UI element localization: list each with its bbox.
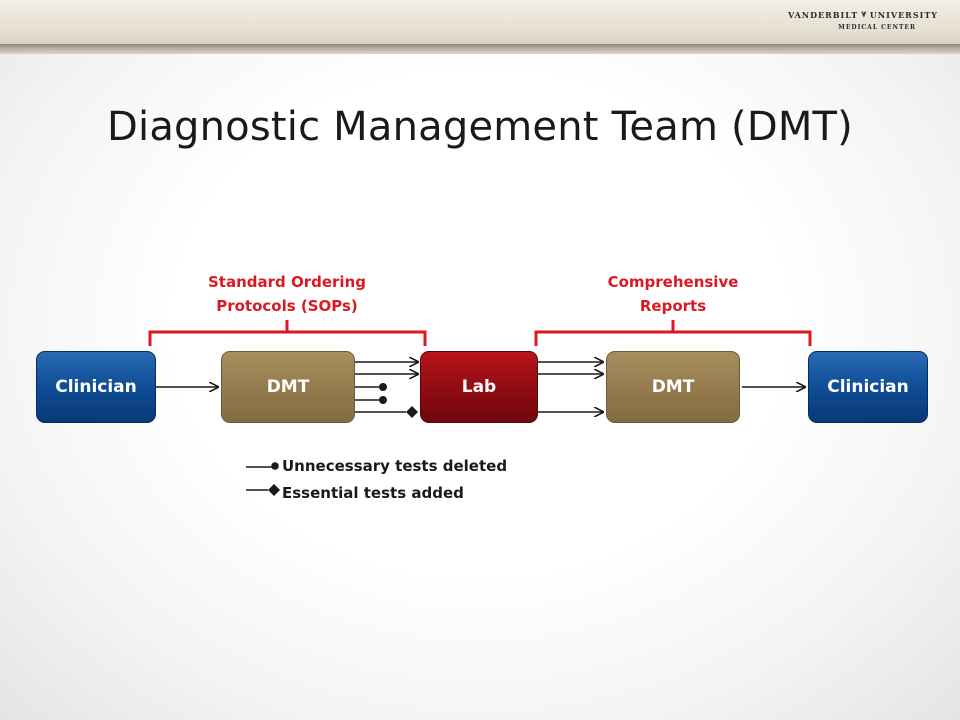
clinician-box-2: Clinician — [808, 351, 928, 423]
header-rule — [0, 44, 960, 54]
deleted-test-dot-1 — [379, 383, 387, 391]
legend-added-diamond-icon — [268, 484, 280, 496]
legend-added-label: Essential tests added — [282, 484, 464, 502]
lab-box: Lab — [420, 351, 538, 423]
reports-label: Comprehensive Reports — [607, 273, 739, 315]
sops-label: Standard Ordering Protocols (SOPs) — [207, 273, 366, 315]
logo-word-vanderbilt: VANDERBILT — [788, 9, 859, 20]
deleted-test-dot-2 — [379, 396, 387, 404]
page-title: Diagnostic Management Team (DMT) — [107, 104, 853, 150]
vanderbilt-logo: VANDERBILT UNIVERSITY MEDICAL CENTER — [788, 8, 938, 38]
reports-bracket — [534, 330, 812, 346]
header-band — [0, 0, 960, 44]
dmt-box-1: DMT — [221, 351, 355, 423]
dmt-box-2: DMT — [606, 351, 740, 423]
logo-subtitle: MEDICAL CENTER — [838, 24, 916, 31]
logo-word-university: UNIVERSITY — [869, 9, 938, 20]
legend-deleted-dot-icon — [271, 462, 279, 470]
sops-bracket — [148, 330, 427, 346]
added-test-diamond — [406, 406, 418, 418]
legend-deleted-label: Unnecessary tests deleted — [282, 457, 508, 475]
logo-v-mark-icon — [861, 11, 867, 18]
clinician-box-1: Clinician — [36, 351, 156, 423]
